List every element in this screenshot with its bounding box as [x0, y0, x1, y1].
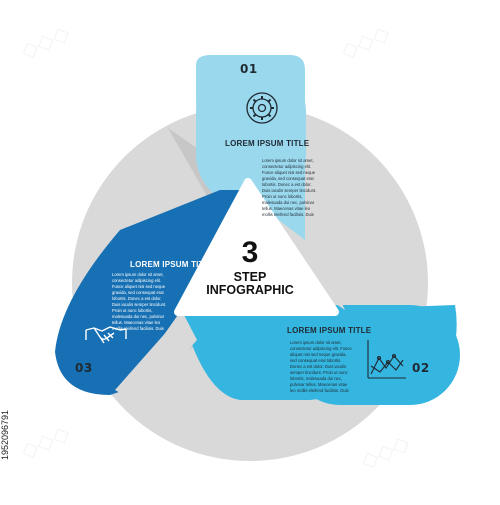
step-02-body: Lorem ipsum dolor sit amet, consectetur …: [290, 340, 352, 393]
stock-id: 1952096791: [0, 409, 10, 461]
step-02-band-end: [290, 305, 460, 405]
step-01-body: Lorem ipsum dolor sit amet, consectetur …: [262, 158, 317, 217]
center-title-line2: INFOGRAPHIC: [206, 283, 294, 297]
center-title: STEP INFOGRAPHIC: [190, 271, 310, 297]
step-03-body: Lorem ipsum dolor sit amet, consectetur …: [112, 272, 167, 331]
step-01-number: 01: [240, 62, 258, 76]
line-chart-icon: [367, 340, 406, 379]
step-02-number: 02: [412, 361, 430, 375]
overlap-left: [115, 313, 197, 405]
center-title-line1: STEP: [233, 270, 267, 284]
step-01-band-top: [196, 58, 306, 208]
gear-icon: [246, 92, 278, 124]
step-03-number: 03: [75, 361, 93, 375]
step-02-title: LOREM IPSUM TITLE: [287, 326, 372, 335]
overlap-top: [305, 225, 345, 310]
center-triangle: [174, 178, 339, 316]
step-03-title: LOREM IPSUM TITLE: [130, 260, 215, 269]
step-01-title: LOREM IPSUM TITLE: [225, 139, 310, 148]
center-step-count: 3: [241, 236, 259, 269]
handshake-icon: [85, 326, 127, 344]
step-03-band: [55, 190, 240, 395]
